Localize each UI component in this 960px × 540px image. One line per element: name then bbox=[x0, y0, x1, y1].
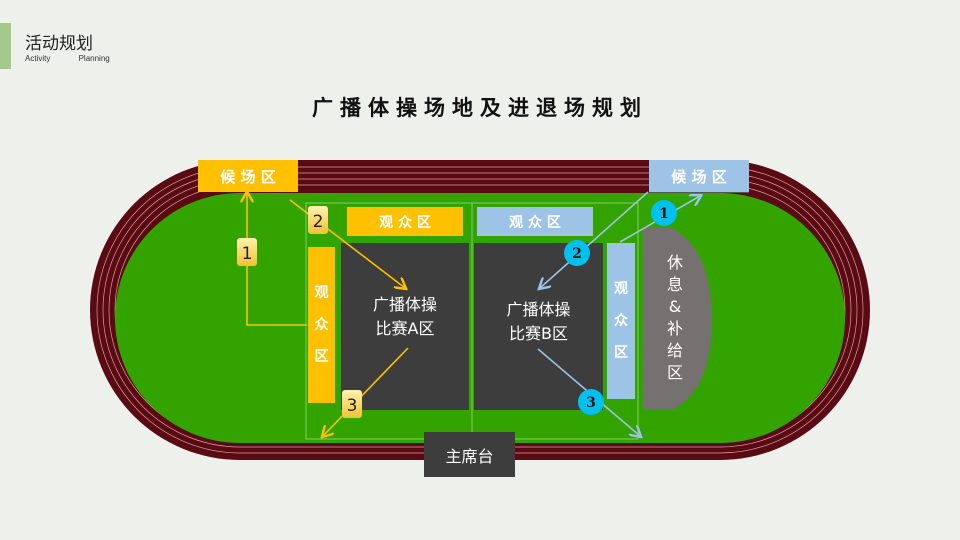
svg-text:2: 2 bbox=[313, 212, 324, 232]
section-title: 活动规划 bbox=[25, 34, 93, 54]
waiting-zone-left: 候 场 区 bbox=[198, 160, 298, 192]
competition-b-line1: 广播体操 bbox=[506, 300, 571, 319]
competition-zone-a bbox=[341, 243, 469, 410]
svg-text:3: 3 bbox=[586, 395, 596, 411]
competition-zone-b bbox=[474, 243, 603, 410]
rest-supply-label: 休 息 & 补 给 区 bbox=[666, 252, 683, 382]
competition-zone-b-label: 广播体操 比赛B区 bbox=[474, 295, 603, 345]
svg-text:1: 1 bbox=[242, 244, 253, 264]
page-title: 广播体操场地及进退场规划 bbox=[312, 96, 648, 120]
audience-zone-top-right: 观 众 区 bbox=[477, 207, 593, 236]
section-sub-activity: Activity bbox=[25, 54, 51, 63]
competition-a-line1: 广播体操 bbox=[372, 295, 437, 314]
section-accent-bar bbox=[0, 23, 11, 69]
rest-supply-zone bbox=[643, 228, 712, 410]
audience-zone-left-vertical: 观 众 区 bbox=[308, 247, 335, 403]
route-right-badges: 1 2 3 bbox=[564, 200, 677, 415]
competition-zone-a-label: 广播体操 比赛A区 bbox=[341, 290, 469, 340]
section-subtitle: Activity Planning bbox=[25, 54, 136, 63]
svg-text:2: 2 bbox=[572, 246, 582, 262]
audience-zone-top-left: 观 众 区 bbox=[347, 207, 463, 236]
svg-text:3: 3 bbox=[347, 396, 358, 416]
waiting-zone-right: 候 场 区 bbox=[649, 160, 749, 193]
main-stand: 主席台 bbox=[424, 432, 515, 477]
section-sub-planning: Planning bbox=[78, 54, 110, 63]
competition-b-line2: 比赛B区 bbox=[509, 324, 568, 343]
audience-zone-right-vertical: 观 众 区 bbox=[607, 243, 635, 399]
route-left-badges: 1 2 3 bbox=[237, 206, 362, 418]
competition-a-line2: 比赛A区 bbox=[375, 319, 435, 338]
svg-text:1: 1 bbox=[659, 206, 669, 222]
